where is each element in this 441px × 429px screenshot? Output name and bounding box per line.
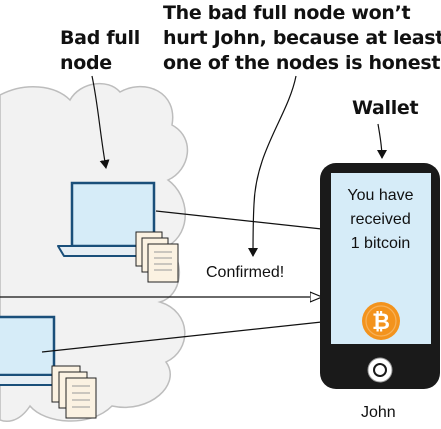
svg-text:₿: ₿ — [372, 310, 390, 335]
john-phone: ₿ — [320, 163, 440, 389]
honest-node-connection-line — [41, 320, 332, 353]
wallet-callout: Wallet — [352, 97, 419, 119]
wallet-pointer — [376, 123, 387, 159]
honest-node-documents-icon — [51, 365, 97, 419]
screen-line: 1 bitcoin — [350, 235, 411, 252]
callout-line: Bad full — [60, 27, 140, 49]
screen-line: You have — [347, 187, 414, 204]
home-button-icon — [367, 357, 393, 383]
bad-node-callout: Bad full node — [60, 26, 140, 76]
honest-pointer — [248, 75, 297, 257]
bitcoin-icon: ₿ — [362, 302, 400, 340]
confirmed-label: Confirmed! — [206, 264, 285, 281]
bad-node-connection-line — [155, 210, 332, 231]
honest-node-callout: The bad full node won’t hurt John, becau… — [163, 1, 441, 76]
callout-line: one of the nodes is honest. — [163, 52, 441, 74]
bad-node-documents-icon — [135, 231, 179, 283]
honest-node-laptop — [0, 315, 71, 386]
bad-node-pointer — [91, 75, 110, 169]
callout-line: hurt John, because at least — [163, 27, 441, 49]
callout-line: node — [60, 52, 112, 74]
screen-line: received — [350, 211, 411, 228]
callout-line: The bad full node won’t — [163, 2, 411, 24]
phone-screen-message: You have received 1 bitcoin — [331, 184, 430, 256]
owner-label: John — [361, 404, 396, 421]
